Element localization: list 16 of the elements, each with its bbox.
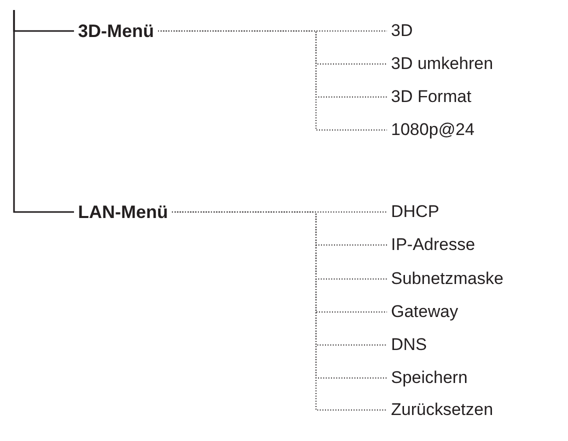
- menu-item: Subnetzmaske: [387, 268, 508, 290]
- tree-connector: [13, 10, 74, 213]
- menu-item: Gateway: [387, 301, 462, 323]
- dotted-connector: [158, 30, 388, 130]
- menu-item: 3D umkehren: [387, 53, 498, 75]
- menu-item: 3D Format: [387, 86, 476, 108]
- menu-item: 1080p@24: [387, 119, 478, 141]
- dotted-connector: [171, 212, 388, 410]
- menu-item: DNS: [387, 334, 431, 356]
- menu-heading: LAN-Menü: [74, 201, 172, 223]
- menu-item: 3D: [387, 20, 417, 42]
- menu-item: IP-Adresse: [387, 234, 480, 256]
- menu-heading: 3D-Menü: [74, 20, 158, 42]
- menu-item: Speichern: [387, 367, 472, 389]
- menu-item: DHCP: [387, 201, 444, 223]
- menu-item: Zurücksetzen: [387, 399, 498, 421]
